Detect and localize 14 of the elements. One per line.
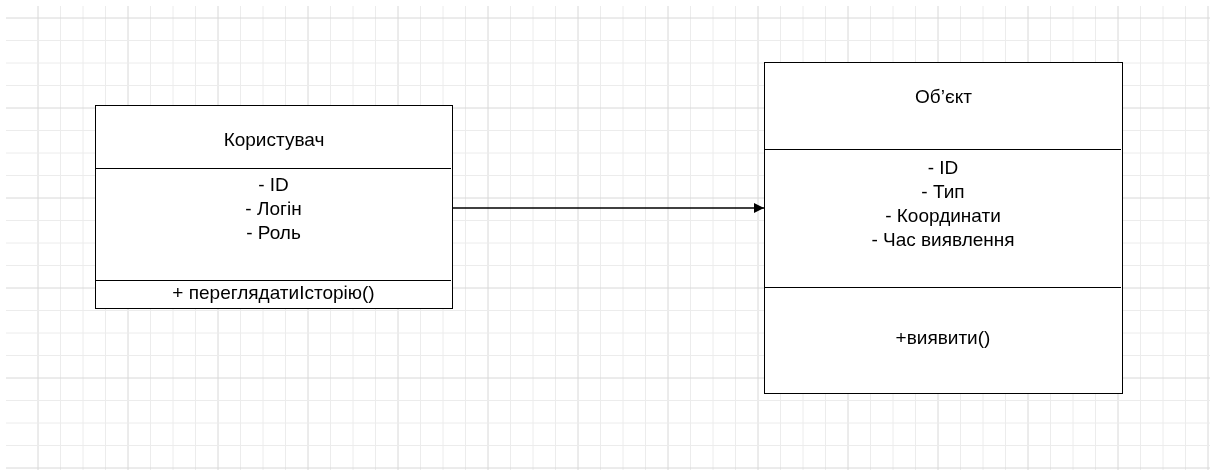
attribute-text: - Тип [921, 180, 965, 204]
class-box [764, 62, 1123, 394]
class-name: Об’єкт [915, 85, 972, 109]
attribute-text: - Час виявлення [871, 228, 1015, 252]
attribute-text: - Логін [245, 197, 302, 221]
class-box [95, 105, 453, 309]
arrow [452, 203, 765, 213]
attribute-text: - Роль [246, 221, 301, 245]
attribute-text: - ID [927, 156, 959, 180]
class-name: Користувач [223, 128, 325, 152]
method-text: +виявити() [895, 326, 991, 350]
method-text: + переглядатиІсторію() [172, 281, 375, 305]
attribute-text: - Координати [885, 204, 1001, 228]
attribute-text: - ID [258, 173, 289, 197]
